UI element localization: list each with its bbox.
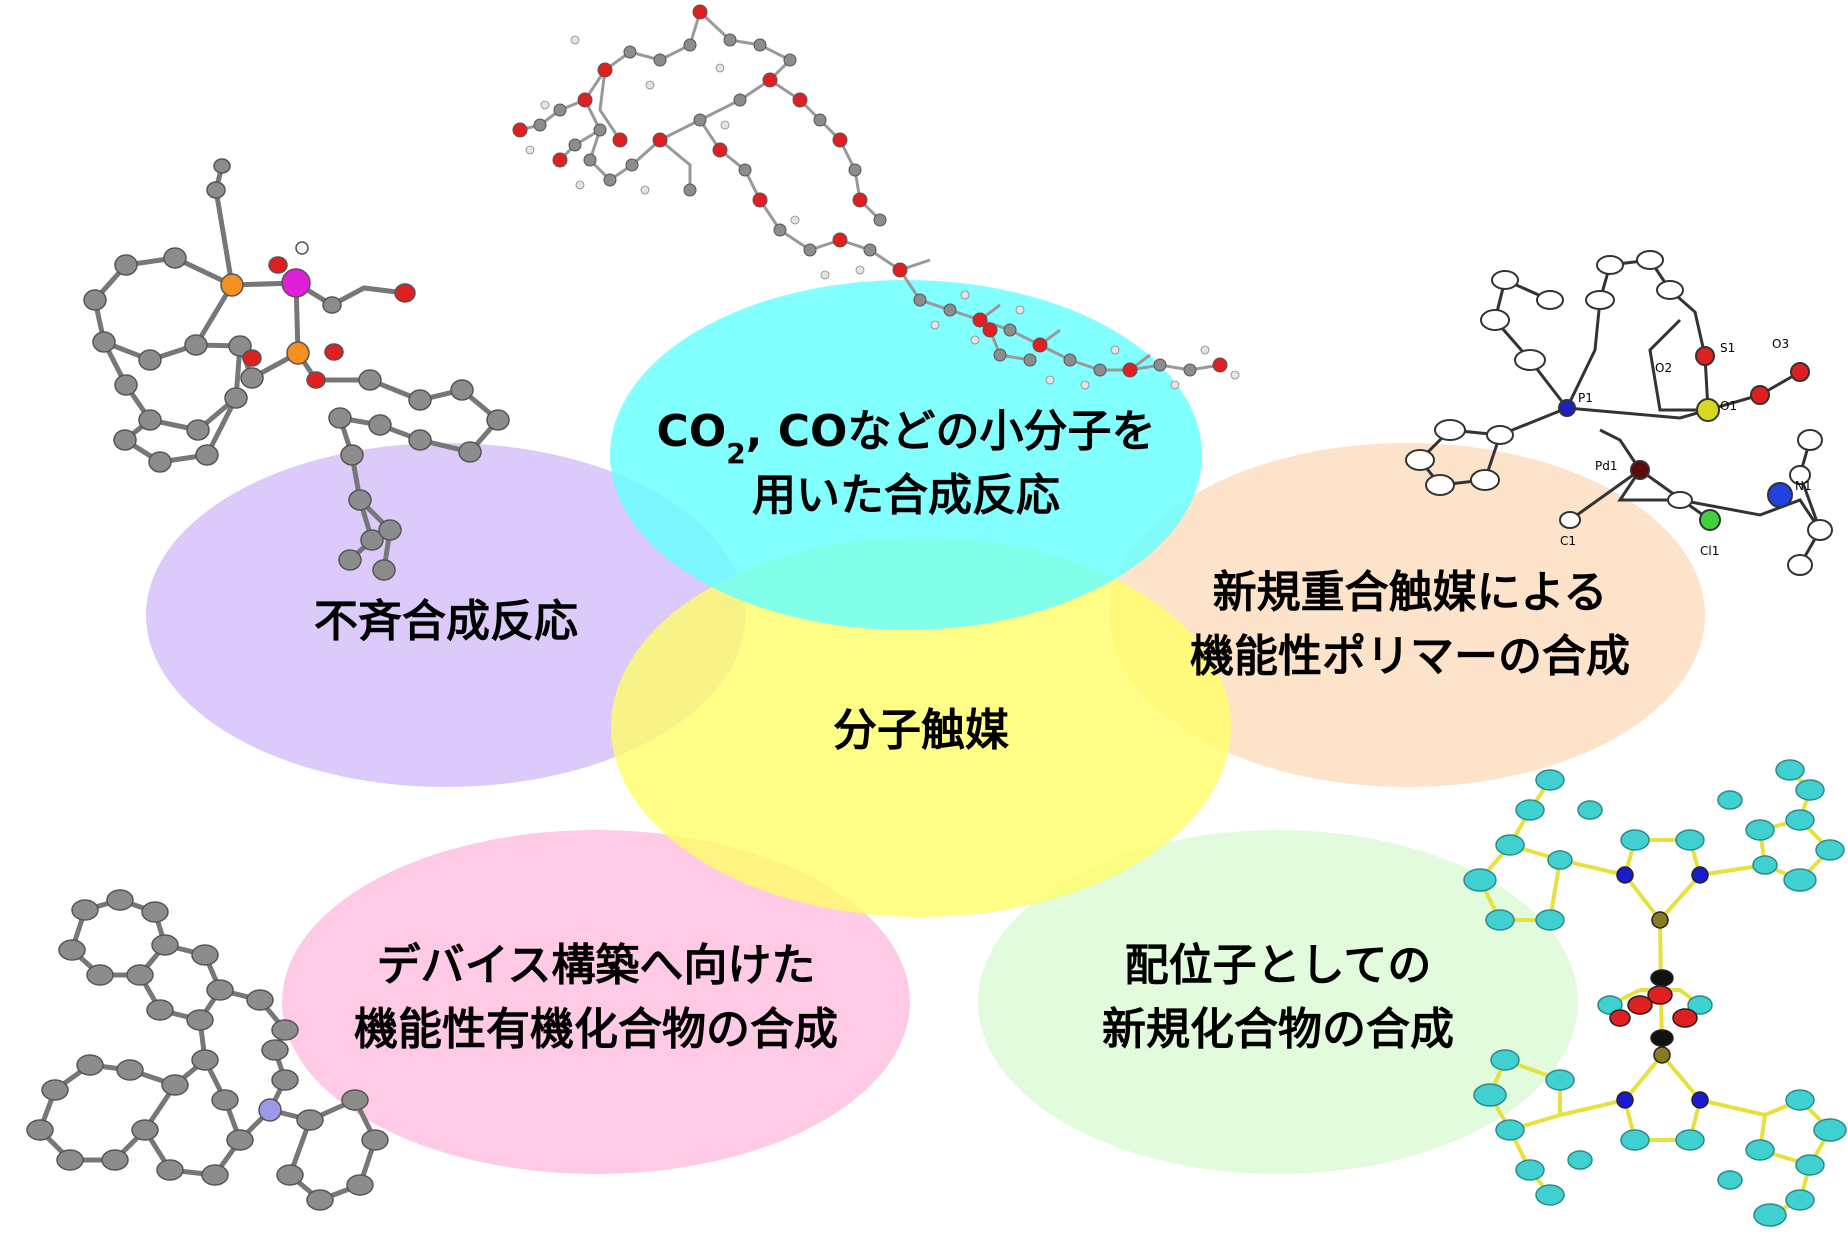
ellipse-small-molecule: [610, 280, 1202, 630]
topic-ligand-line2: 新規化合物の合成: [1102, 1004, 1454, 1055]
atom-label-o2: O2: [1655, 361, 1672, 375]
molecule-ligand-complex: [1463, 759, 1847, 1227]
atom-label-c1: C1: [1560, 534, 1576, 548]
ellipse-ligand: [978, 830, 1578, 1174]
ellipse-center: [611, 537, 1231, 917]
topic-ligand-line1: 配位子としての: [1125, 940, 1432, 991]
atom-label-n1: N1: [1795, 479, 1812, 493]
topic-device-line1: デバイス構築へ向けた: [377, 940, 816, 991]
atom-label-p1: P1: [1578, 391, 1593, 405]
atom-label-o1: O1: [1720, 399, 1737, 413]
atom-label-o3: O3: [1772, 337, 1789, 351]
atom-label-cl1: Cl1: [1700, 544, 1719, 558]
topic-device-line2: 機能性有機化合物の合成: [354, 1004, 838, 1055]
molecule-device-compound: [26, 889, 389, 1211]
atom-label-pd1: Pd1: [1595, 459, 1618, 473]
atom-label-s1: S1: [1720, 341, 1735, 355]
topic-ellipses: [146, 280, 1705, 1174]
center-label: 分子触媒: [833, 705, 1010, 756]
topic-polymer-line1: 新規重合触媒による: [1213, 567, 1608, 618]
molecule-pd-complex: P1 O1 O2 O3 S1 Pd1 N1 C1 Cl1: [1405, 250, 1833, 576]
topic-asymmetric-line1: 不斉合成反応: [314, 596, 578, 647]
molecule-asymmetric-catalyst: [83, 158, 510, 581]
ellipse-device: [282, 830, 910, 1174]
topic-labels: CO2, COなどの小分子を 用いた合成反応 不斉合成反応 新規重合触媒による …: [314, 406, 1630, 1055]
ellipse-asymmetric: [146, 443, 746, 787]
topic-small-molecule-line1: CO2, COなどの小分子を: [657, 406, 1156, 470]
topic-polymer-line2: 機能性ポリマーの合成: [1190, 631, 1630, 682]
ellipse-polymer: [1109, 443, 1705, 787]
topic-small-molecule-line2: 用いた合成反応: [752, 470, 1060, 521]
molecule-macrolide: [512, 4, 1240, 390]
